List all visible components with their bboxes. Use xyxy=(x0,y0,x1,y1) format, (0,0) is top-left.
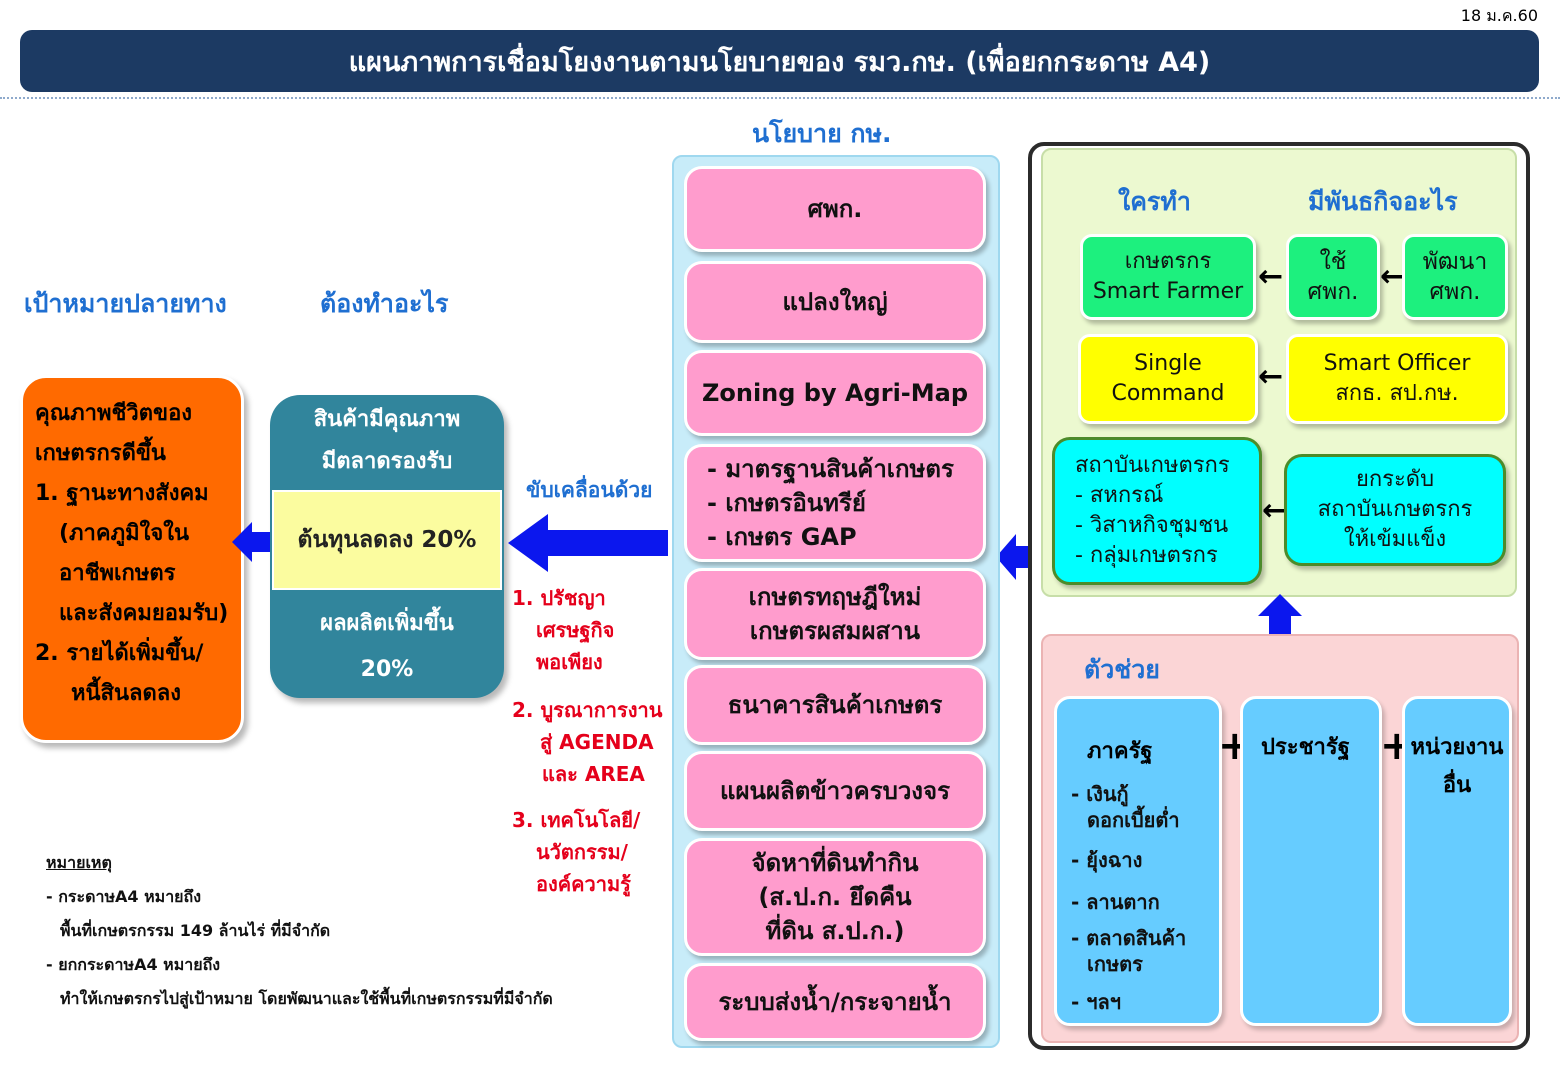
other-agency-box: หน่วยงานอื่น xyxy=(1402,696,1512,1026)
goal-line: คุณภาพชีวิตของ xyxy=(35,401,193,426)
date-stamp: 18 ม.ค.60 xyxy=(1460,6,1538,25)
policy-item: จัดหาที่ดินทำกิน (ส.ป.ก. ยึดคืน ที่ดิน ส… xyxy=(684,838,986,956)
state-item: - เงินกู้ ดอกเบี้ยต่ำ xyxy=(1071,782,1180,832)
todo-cost-box: ต้นทุนลดลง 20% xyxy=(272,490,502,590)
drive-item-3: 3. เทคโนโลยี/ นวัตกรรม/ องค์ความรู้ xyxy=(512,808,641,896)
policy-item: ระบบส่งน้ำ/กระจายน้ำ xyxy=(684,963,986,1041)
arrow-left-icon: ← xyxy=(1258,359,1284,394)
policy-item: เกษตรทฤษฎีใหม่ เกษตรผสมผสาน xyxy=(684,568,986,660)
dotted-divider xyxy=(0,97,1560,99)
policy-item: - มาตรฐานสินค้าเกษตร - เกษตรอินทรีย์ - เ… xyxy=(684,444,986,562)
header-helper: ตัวช่วย xyxy=(1084,655,1160,684)
note-line: ทำให้เกษตรกรไปสู่เป้าหมาย โดยพัฒนาและใช้… xyxy=(60,989,553,1008)
arrow-left-icon xyxy=(508,514,668,572)
policy-item: ศพก. xyxy=(684,166,986,252)
header-todo: ต้องทำอะไร xyxy=(320,289,449,318)
drive-item-2: 2. บูรณาการงาน สู่ AGENDA และ AREA xyxy=(512,698,663,786)
policy-item: ธนาคารสินค้าเกษตร xyxy=(684,665,986,745)
todo-bottom-line: 20% xyxy=(360,657,414,682)
arrow-left-icon xyxy=(232,522,270,562)
policy-item: แปลงใหญ่ xyxy=(684,261,986,343)
todo-top-line: มีตลาดรองรับ xyxy=(321,449,453,474)
goal-line: อาชีพเกษตร xyxy=(59,561,176,586)
goal-line: (ภาคภูมิใจใน xyxy=(59,521,190,546)
develop-center-box: พัฒนาศพก. xyxy=(1402,234,1508,320)
policy-item: แผนผลิตข้าวครบวงจร xyxy=(684,751,986,831)
goal-line: หนี้สินลดลง xyxy=(71,681,181,706)
goal-line: และสังคมยอมรับ) xyxy=(59,601,229,626)
notes-title: หมายเหตุ xyxy=(46,853,112,872)
state-item: - ตลาดสินค้า เกษตร xyxy=(1071,926,1187,976)
arrow-left-icon: ← xyxy=(1258,259,1284,294)
goal-box: คุณภาพชีวิตของ เกษตรกรดีขึ้น 1. ฐานะทางส… xyxy=(20,375,244,743)
policy-item: Zoning by Agri-Map xyxy=(684,350,986,436)
civil-state-title: ประชารัฐ xyxy=(1261,735,1350,760)
page-title: แผนภาพการเชื่อมโยงงานตามนโยบายของ รมว.กษ… xyxy=(20,30,1539,92)
header-who: ใครทำ xyxy=(1118,187,1191,216)
state-sector-box: ภาครัฐ - เงินกู้ ดอกเบี้ยต่ำ - ยุ้งฉาง -… xyxy=(1054,696,1222,1026)
state-item: - ลานตาก xyxy=(1071,890,1160,914)
state-item: - ฯลฯ xyxy=(1071,990,1121,1014)
state-item: - ยุ้งฉาง xyxy=(1071,848,1143,872)
header-policy: นโยบาย กษ. xyxy=(752,119,892,148)
note-line: - กระดาษA4 หมายถึง xyxy=(46,887,202,906)
note-line: - ยกกระดาษA4 หมายถึง xyxy=(46,955,221,974)
goal-line: 2. รายได้เพิ่มขึ้น/ xyxy=(35,641,204,666)
drive-label: ขับเคลื่อนด้วย xyxy=(526,478,653,502)
drive-item-1: 1. ปรัชญา เศรษฐกิจ พอเพียง xyxy=(512,586,615,674)
arrow-left-icon: ← xyxy=(1262,493,1288,528)
civil-state-box: ประชารัฐ xyxy=(1240,696,1382,1026)
header-mission: มีพันธกิจอะไร xyxy=(1308,187,1458,216)
state-sector-title: ภาครัฐ xyxy=(1087,739,1153,764)
other-agency-title: หน่วยงานอื่น xyxy=(1410,735,1504,798)
todo-top-line: สินค้ามีคุณภาพ xyxy=(313,407,461,432)
arrow-left-icon xyxy=(996,534,1042,580)
todo-bottom-line: ผลผลิตเพิ่มขึ้น xyxy=(320,611,454,636)
use-center-box: ใช้ศพก. xyxy=(1286,234,1380,320)
raise-institution-box: ยกระดับสถาบันเกษตรกรให้เข้มแข็ง xyxy=(1284,454,1506,566)
institution-box: สถาบันเกษตรกร - สหกรณ์ - วิสาหกิจชุมชน -… xyxy=(1052,437,1262,585)
goal-line: เกษตรกรดีขึ้น xyxy=(35,441,166,466)
arrow-up-icon xyxy=(1258,594,1302,636)
note-line: พื้นที่เกษตรกรรม 149 ล้านไร่ ที่มีจำกัด xyxy=(60,921,331,940)
arrow-left-icon: ← xyxy=(1380,259,1406,294)
header-goal: เป้าหมายปลายทาง xyxy=(24,289,227,318)
goal-line: 1. ฐานะทางสังคม xyxy=(35,481,209,506)
